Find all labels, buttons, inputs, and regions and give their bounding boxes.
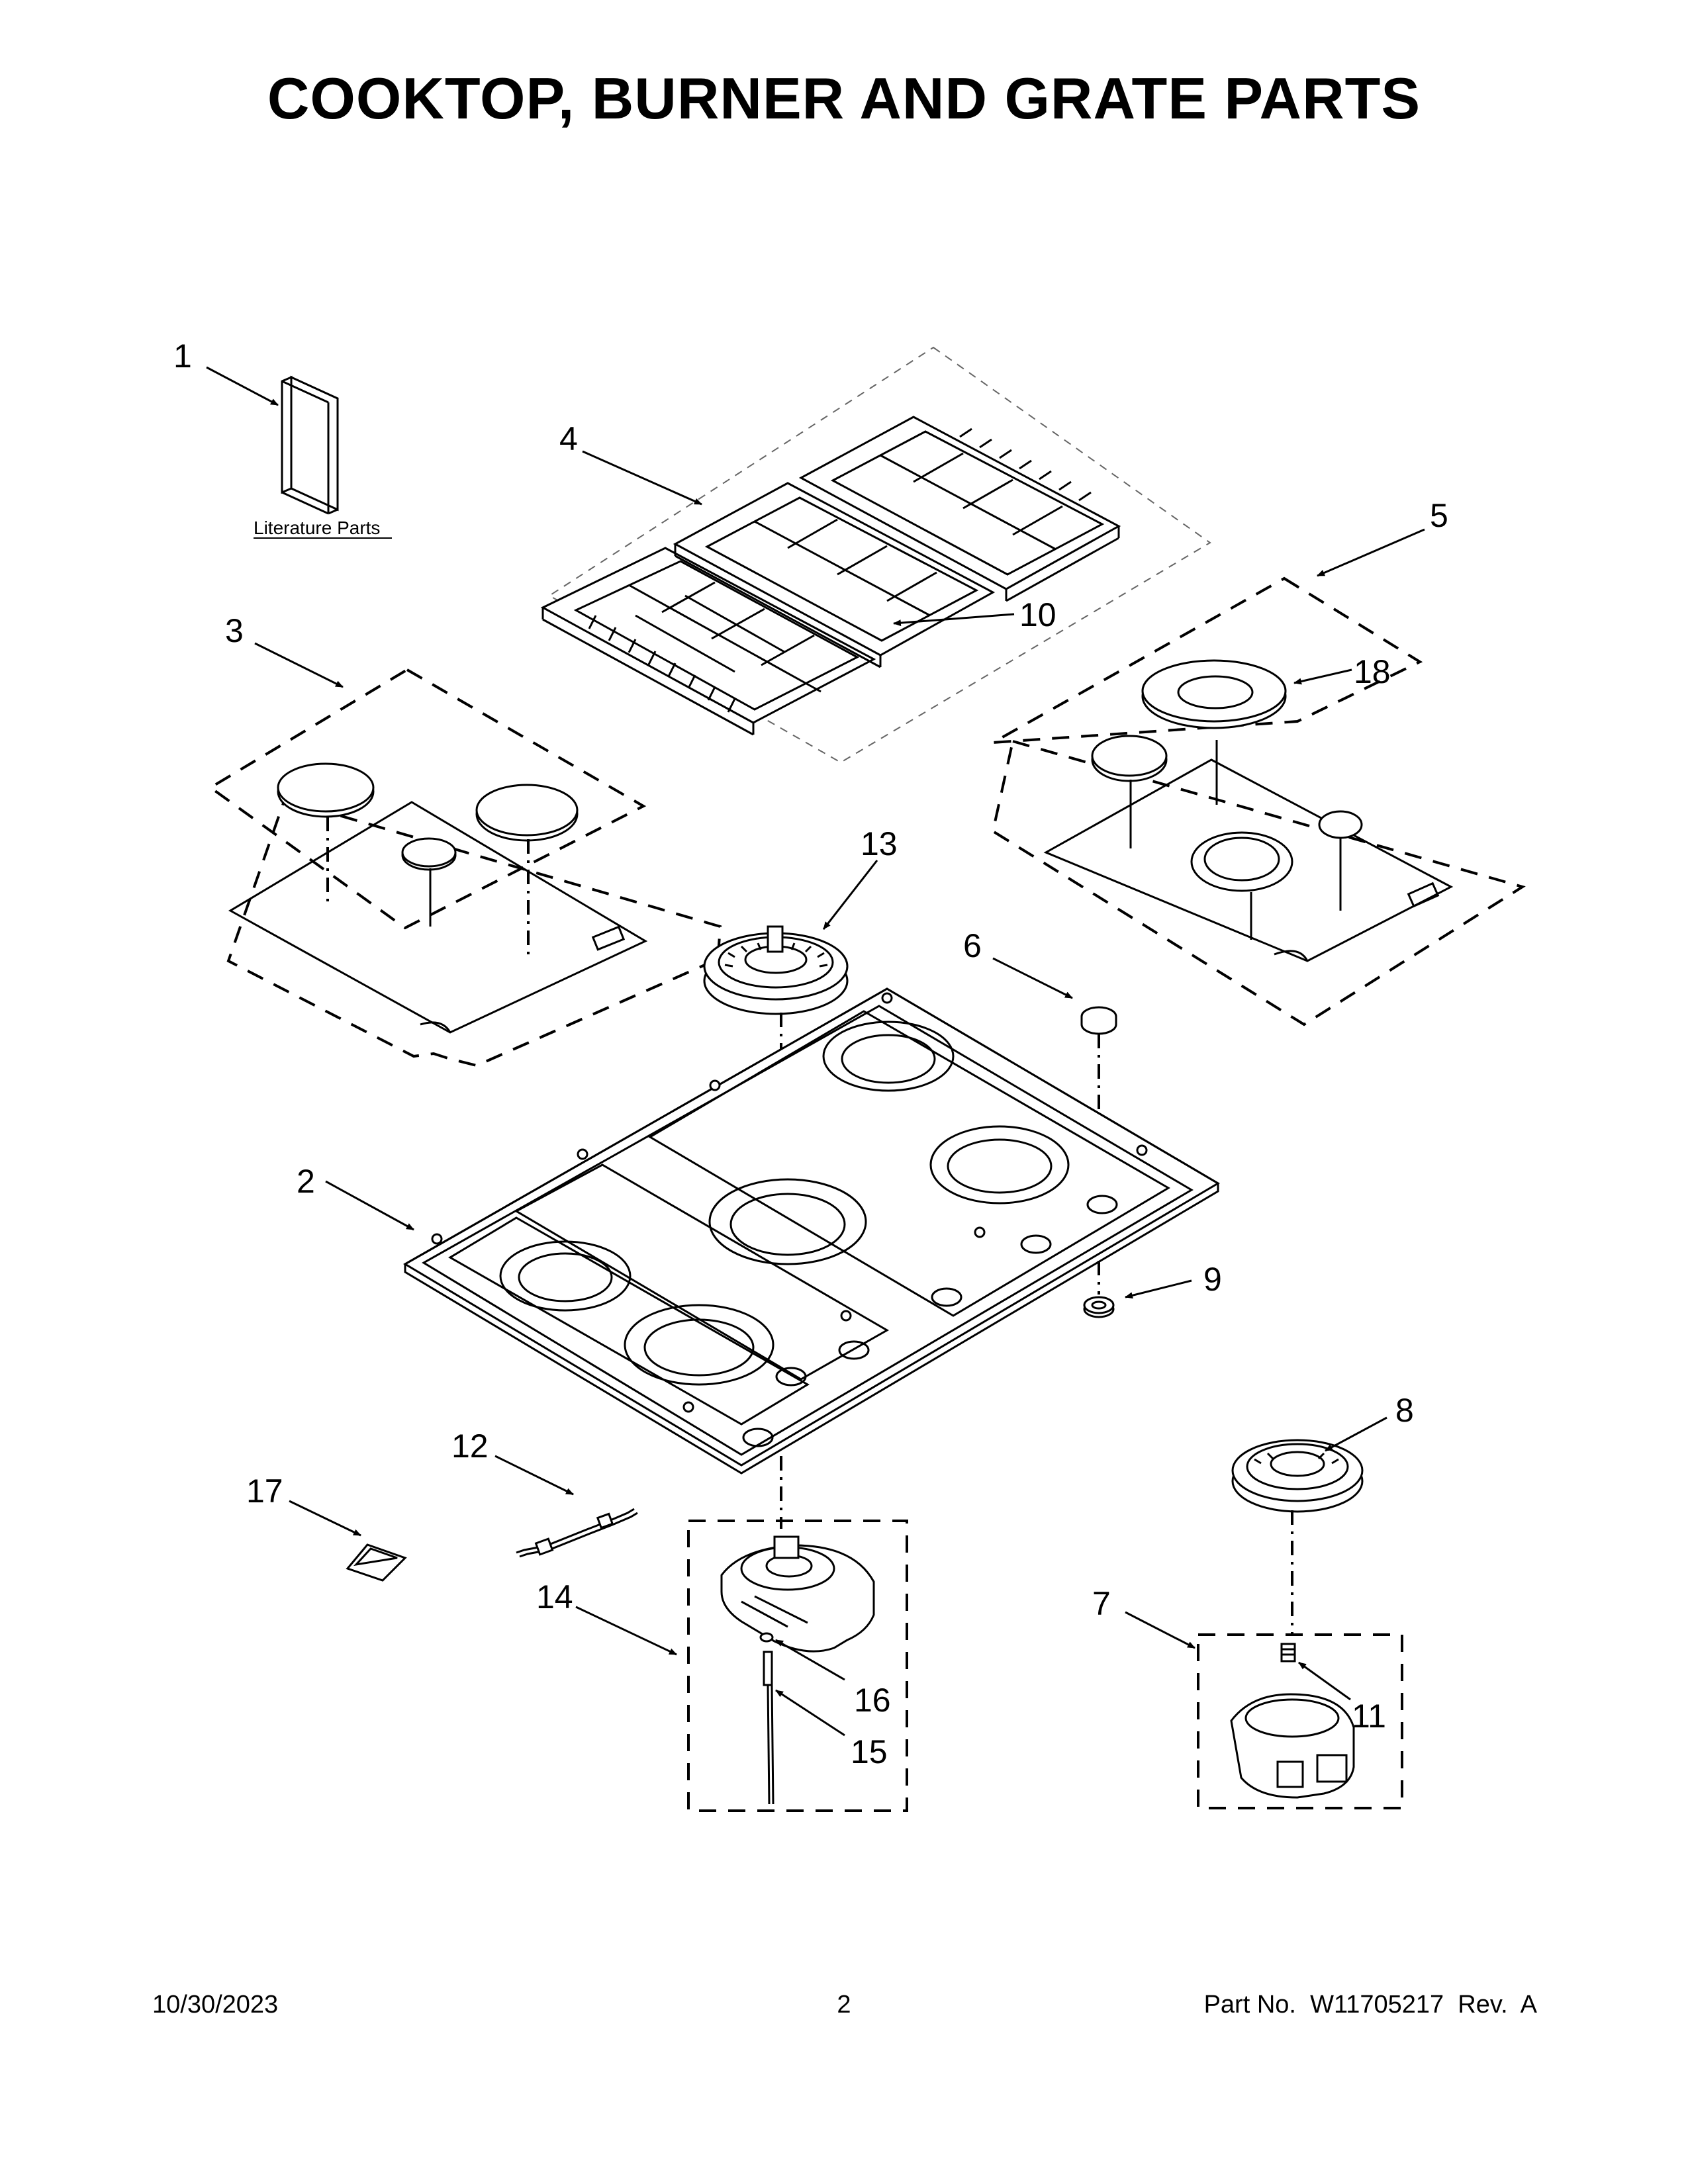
callout-13: 13 xyxy=(861,825,898,862)
callout-16: 16 xyxy=(854,1682,891,1719)
footer-part-number: Part No. W11705217 Rev. A xyxy=(1203,1991,1537,2019)
valve-box xyxy=(1197,1633,1403,1809)
grate-middle xyxy=(673,482,996,668)
callout-6: 6 xyxy=(963,927,982,964)
grate-left xyxy=(540,547,876,736)
valve-body-part xyxy=(1230,1693,1355,1799)
literature-booklet-part xyxy=(281,375,339,515)
callout-10: 10 xyxy=(1019,596,1056,633)
o-ring-part xyxy=(759,1632,774,1643)
callout-4: 4 xyxy=(559,420,578,457)
overlay-right-part xyxy=(1043,735,1454,962)
callout-14: 14 xyxy=(536,1578,573,1615)
center-burner-part xyxy=(703,925,849,1015)
callout-8: 8 xyxy=(1395,1392,1414,1429)
literature-parts-label: Literature Parts xyxy=(254,518,380,538)
burner-base-part xyxy=(720,1535,875,1653)
overlay-left-outline-lower xyxy=(226,797,726,1068)
callout-1: 1 xyxy=(173,338,192,375)
callout-11: 11 xyxy=(1352,1698,1386,1735)
cap-part xyxy=(1080,1006,1117,1035)
callout-9: 9 xyxy=(1203,1261,1222,1298)
callout-17: 17 xyxy=(246,1473,283,1510)
trim-ring-part xyxy=(1141,659,1287,729)
cooktop-main-part xyxy=(403,987,1220,1475)
grommet-part xyxy=(1083,1296,1115,1318)
igniter-part xyxy=(516,1508,638,1558)
orifice-part xyxy=(1280,1643,1296,1662)
callout-7: 7 xyxy=(1092,1585,1111,1622)
overlay-left-outline xyxy=(208,668,647,930)
callout-2: 2 xyxy=(297,1163,315,1200)
burner-base-box xyxy=(687,1520,908,1812)
overlay-left-part xyxy=(228,762,648,1034)
side-burner-part xyxy=(1231,1439,1364,1513)
callout-12: 12 xyxy=(451,1428,489,1465)
callout-5: 5 xyxy=(1430,497,1448,534)
grate-right xyxy=(798,416,1121,602)
clip-part xyxy=(346,1543,407,1582)
electrode-part xyxy=(763,1651,774,1805)
page-title: COOKTOP, BURNER AND GRATE PARTS xyxy=(267,66,1421,131)
footer-date: 10/30/2023 xyxy=(152,1991,279,2019)
callout-3: 3 xyxy=(225,612,244,649)
callout-15: 15 xyxy=(851,1733,888,1770)
grates-group xyxy=(540,346,1211,764)
overlay-right-outline-lower xyxy=(991,739,1526,1026)
footer-page-number: 2 xyxy=(837,1991,851,2019)
overlay-right-outline xyxy=(992,576,1423,744)
callout-18: 18 xyxy=(1354,653,1391,690)
